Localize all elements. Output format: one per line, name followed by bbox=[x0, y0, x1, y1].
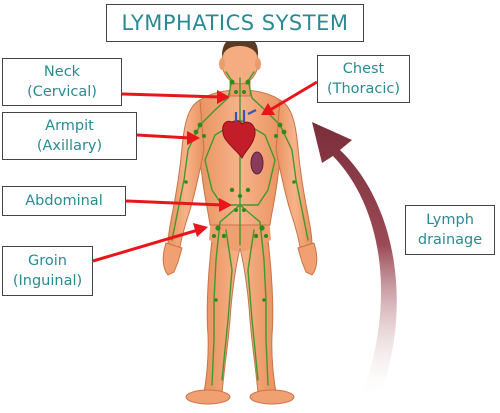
heart bbox=[222, 109, 257, 159]
label-groin: Groin (Inguinal) bbox=[2, 246, 93, 296]
lymph-vessels bbox=[171, 71, 309, 386]
neck-arrow bbox=[121, 92, 221, 99]
groin-arrow bbox=[92, 228, 199, 263]
label-armpit-line2: (Axillary) bbox=[36, 138, 103, 154]
label-armpit-line1: Armpit bbox=[45, 118, 94, 134]
diagram-title: LYMPHATICS SYSTEM bbox=[106, 4, 364, 42]
label-arrows bbox=[92, 80, 318, 263]
label-chest: Chest (Thoracic) bbox=[317, 55, 410, 103]
lymph-nodes bbox=[184, 79, 296, 302]
diagram-title-text: LYMPHATICS SYSTEM bbox=[121, 11, 349, 35]
label-neck-line1: Neck bbox=[43, 64, 81, 80]
label-chest-line2: (Thoracic) bbox=[326, 81, 401, 97]
lymph-drainage-arrow bbox=[312, 122, 397, 395]
chest-arrowhead bbox=[261, 103, 275, 115]
abdominal-arrow bbox=[125, 199, 223, 207]
label-lymph-drainage-line2: drainage bbox=[417, 232, 483, 248]
chest-arrow bbox=[269, 80, 318, 112]
label-lymph-drainage: Lymph drainage bbox=[405, 205, 495, 255]
groin-arrowhead bbox=[193, 223, 208, 237]
label-groin-line2: (Inguinal) bbox=[12, 273, 83, 289]
label-groin-line1: Groin bbox=[28, 253, 67, 269]
spleen bbox=[250, 151, 264, 175]
neck-arrowhead bbox=[217, 90, 230, 104]
label-neck-line2: (Cervical) bbox=[27, 84, 97, 100]
label-abdominal: Abdominal bbox=[2, 186, 126, 216]
abdominal-arrowhead bbox=[219, 198, 232, 212]
label-chest-line1: Chest bbox=[342, 61, 385, 77]
label-lymph-drainage-line1: Lymph bbox=[426, 212, 474, 228]
label-armpit: Armpit (Axillary) bbox=[2, 112, 137, 160]
label-neck: Neck (Cervical) bbox=[2, 58, 122, 106]
label-abdominal-line1: Abdominal bbox=[25, 193, 103, 209]
armpit-arrow bbox=[136, 133, 191, 140]
armpit-arrowhead bbox=[187, 131, 200, 145]
